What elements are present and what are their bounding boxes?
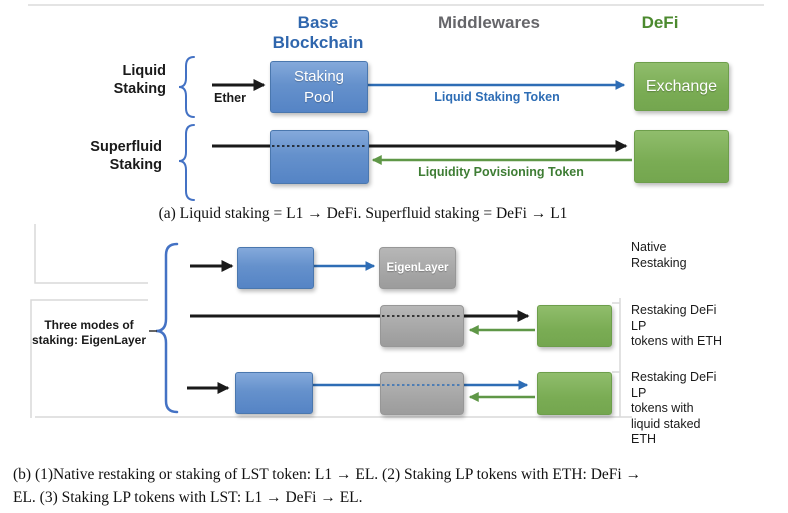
b3-blue-box	[235, 372, 313, 414]
caption-b: (b) (1)Native restaking or staking of LS…	[13, 466, 642, 506]
staking-pool-box: Staking Pool	[270, 61, 368, 113]
exchange-label: Exchange	[645, 78, 718, 95]
b3-row-label: Restaking DeFi LP tokens with liquid sta…	[631, 370, 717, 446]
superfluid-brace-icon	[178, 124, 195, 201]
b3-gray-box	[380, 372, 464, 415]
header-middlewares: Middlewares	[437, 13, 541, 32]
b1-blue-box	[237, 247, 314, 289]
b2-gray-box	[380, 305, 464, 347]
b3-green-box	[537, 372, 612, 415]
caption-a: (a) Liquid staking = L1 → DeFi. Superflu…	[158, 205, 568, 222]
frame-line-top-left	[34, 224, 148, 284]
ether-label: Ether	[214, 91, 246, 105]
staking-pool-label: Staking Pool	[293, 68, 345, 106]
superfluid-green-box	[634, 130, 729, 183]
superfluid-staking-label: Superfluid Staking	[90, 139, 162, 173]
header-base-blockchain: Base Blockchain	[272, 13, 364, 52]
header-defi: DeFi	[641, 13, 679, 32]
b2-green-box	[537, 305, 612, 347]
b2-row-label: Restaking DeFi LP tokens with ETH	[631, 303, 723, 348]
frame-line-left-box	[30, 299, 148, 418]
three-modes-label: Three modes of staking: EigenLayer	[31, 318, 147, 347]
eigenlayer-box: EigenLayer	[379, 247, 456, 289]
b1-row-label: Native Restaking	[631, 240, 687, 270]
exchange-box: Exchange	[634, 62, 729, 111]
eigenlayer-label: EigenLayer	[386, 261, 449, 274]
liquidity-povisioning-token-label: Liquidity Povisioning Token	[418, 165, 584, 179]
liquid-staking-label: Liquid Staking	[113, 63, 166, 97]
liquid-brace-icon	[178, 56, 195, 118]
liquid-staking-token-label: Liquid Staking Token	[434, 90, 560, 104]
superfluid-blue-box	[270, 130, 369, 184]
